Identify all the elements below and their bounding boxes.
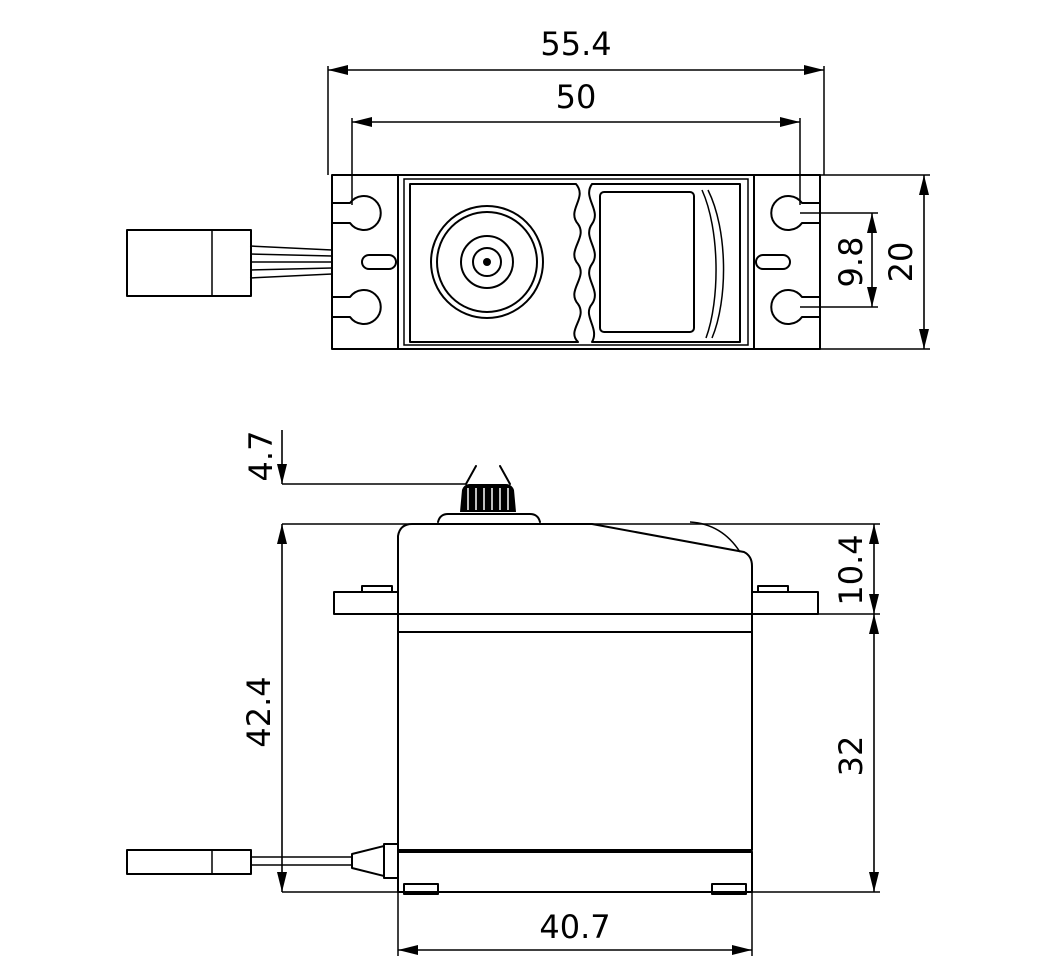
side-view (126, 465, 819, 895)
top-view (126, 174, 821, 350)
dim-label-ear-to-top: 10.4 (832, 534, 870, 605)
right-mount-holes (755, 195, 821, 325)
dim-label-body-below-ear: 32 (832, 736, 870, 777)
top-case-right-panel (587, 183, 741, 343)
dim-label-hole-spacing: 9.8 (832, 237, 870, 288)
top-wires (249, 245, 333, 279)
servo-connector-icon (126, 229, 252, 297)
dim-label-body-length: 40.7 (539, 908, 610, 946)
side-bottom-cap (397, 851, 753, 893)
side-flange-left (333, 591, 399, 615)
dim-label-total-height: 42.4 (240, 676, 278, 747)
side-view-dimensions: 4.7 42.4 10.4 32 40.7 (240, 430, 880, 956)
top-case-left-panel (409, 183, 582, 343)
top-view-dimensions: 55.4 50 9.8 20 (327, 25, 930, 350)
dim-label-width: 20 (882, 242, 920, 283)
side-body (397, 613, 753, 851)
side-output-shaft (437, 465, 541, 523)
dim-label-mount-spacing: 50 (556, 78, 597, 116)
left-mount-holes (331, 195, 397, 325)
dim-label-total-length: 55.4 (540, 25, 611, 63)
top-body-outline (397, 174, 755, 350)
dim-label-shaft-height: 4.7 (242, 431, 280, 482)
servo-output-gear-icon (430, 205, 544, 319)
side-top-cap (397, 523, 753, 593)
side-flange-right (751, 591, 819, 615)
side-cable (250, 843, 399, 879)
top-label-area (599, 191, 695, 333)
side-connector-icon (126, 849, 252, 875)
